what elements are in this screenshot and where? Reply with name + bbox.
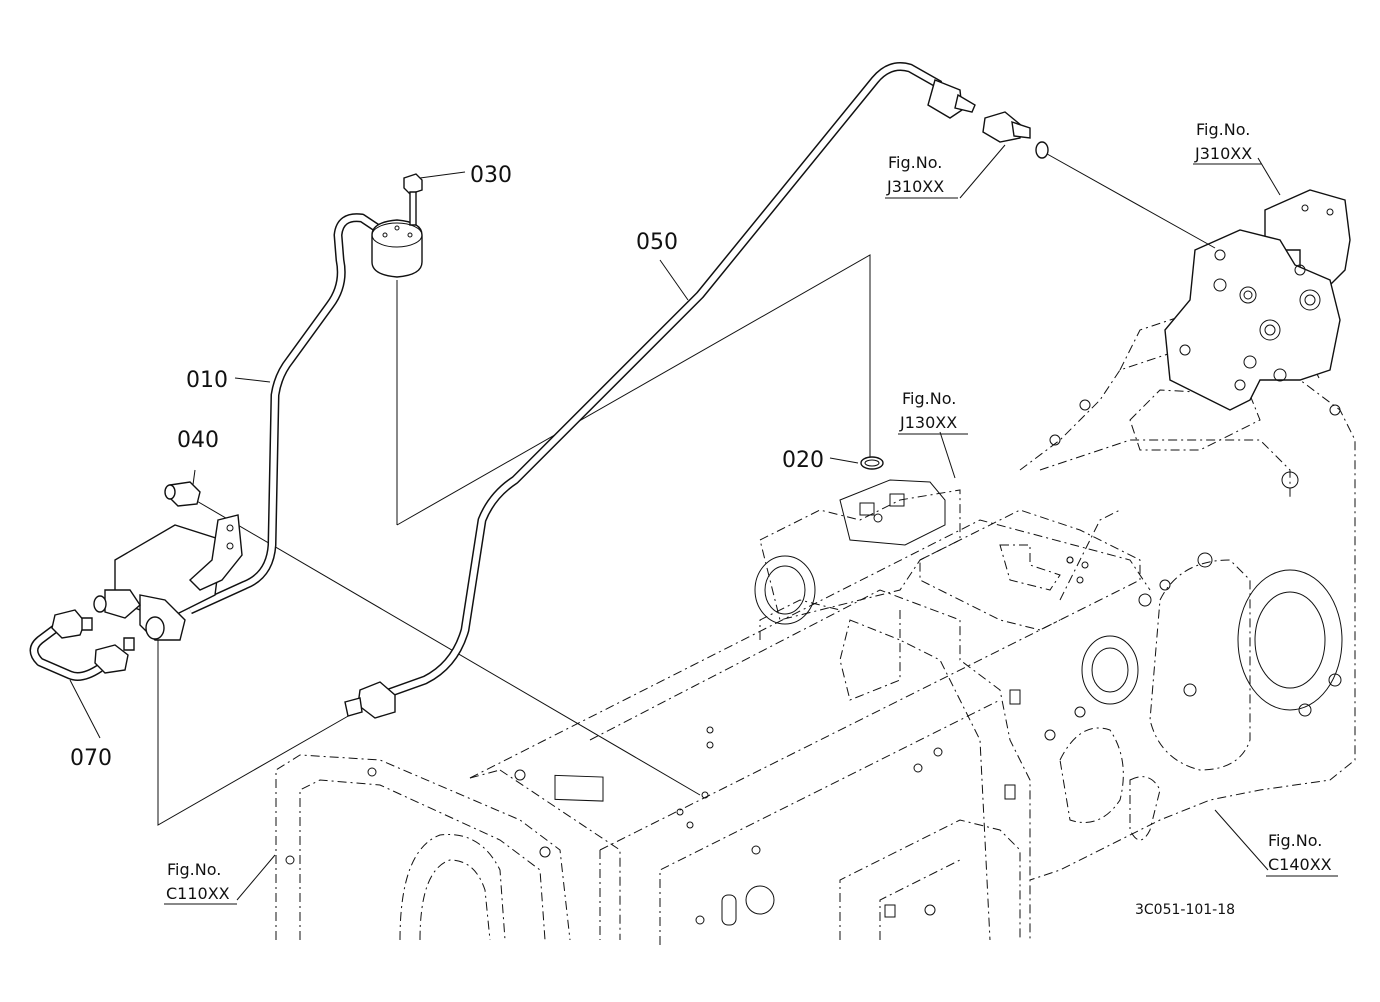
leader-lines: [69, 144, 1281, 901]
fig-ref-prefix: Fig.No.: [167, 860, 221, 879]
fig-ref-prefix: Fig.No.: [888, 153, 942, 172]
part-label-030: 030: [470, 163, 512, 188]
fig-ref-code: J130XX: [899, 413, 957, 432]
flange-assembly: [93, 481, 243, 641]
drawing-code: 3C051-101-18: [1135, 902, 1235, 918]
part-label-070: 070: [70, 746, 112, 771]
lift-valve-block: [1164, 189, 1351, 411]
fig-ref-code: J310XX: [1194, 144, 1252, 163]
union-fitting: [982, 111, 1049, 159]
pipe-070: [29, 609, 135, 681]
pipe-050: [344, 62, 976, 719]
fig-ref-prefix: Fig.No.: [902, 389, 956, 408]
o-ring-020: [860, 456, 884, 470]
fig-ref-code: J310XX: [886, 177, 944, 196]
fig-ref-prefix: Fig.No.: [1268, 831, 1322, 850]
fig-ref-c110xx: Fig.No. C110XX: [164, 860, 237, 905]
fig-ref-j310xx-right: Fig.No. J310XX: [1193, 120, 1262, 165]
part-label-020: 020: [782, 448, 824, 473]
pipe-010: [188, 213, 383, 615]
holder-block: [371, 173, 423, 278]
fig-ref-code: C140XX: [1268, 855, 1332, 874]
part-label-040: 040: [177, 428, 219, 453]
fig-ref-j310xx-left: Fig.No. J310XX: [885, 153, 958, 199]
part-label-050: 050: [636, 230, 678, 255]
fig-ref-j130xx: Fig.No. J130XX: [898, 389, 968, 435]
part-label-010: 010: [186, 368, 228, 393]
transmission-housing: [275, 309, 1356, 945]
fig-ref-prefix: Fig.No.: [1196, 120, 1250, 139]
fig-ref-code: C110XX: [166, 884, 230, 903]
fig-ref-c140xx: Fig.No. C140XX: [1266, 831, 1338, 877]
